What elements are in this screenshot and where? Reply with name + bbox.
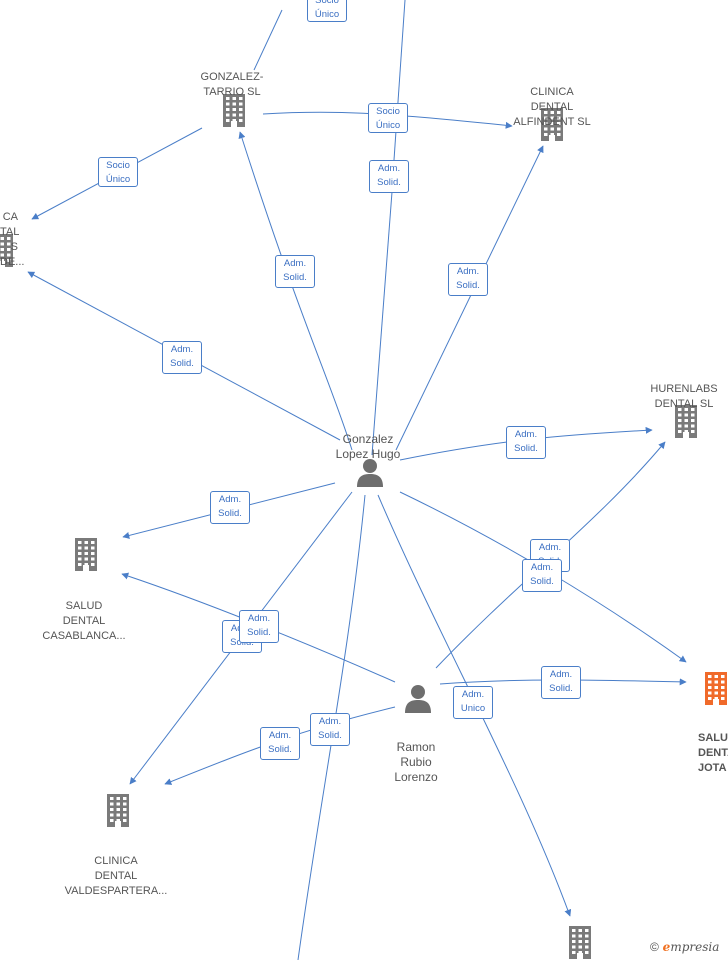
edge-label[interactable]: Adm. Solid. — [260, 727, 300, 760]
edge-label[interactable]: Adm. Solid. — [310, 713, 350, 746]
brand-name: mpresia — [670, 940, 720, 954]
edge-label[interactable]: Adm. Solid. — [239, 610, 279, 643]
edge-line — [253, 9, 283, 71]
edge-label[interactable]: Adm. Solid. — [506, 426, 546, 459]
building-icon[interactable] — [566, 925, 594, 964]
building-icon[interactable] — [0, 233, 16, 272]
edge-line — [262, 111, 513, 129]
company-name[interactable]: CLINICA DENTAL VALDESPARTERA... — [64, 855, 168, 897]
person-icon[interactable] — [355, 457, 385, 492]
edge-label[interactable]: Adm. Solid. — [275, 255, 315, 288]
person-icon[interactable] — [403, 683, 433, 718]
person-name[interactable]: Ramon Rubio Lorenzo — [394, 740, 438, 784]
company-name[interactable]: CLINICA DENTAL ALFINDENT SL — [513, 86, 591, 128]
empresia-watermark: © empresia — [650, 940, 719, 954]
company-name[interactable]: SALUD DENTAL CASABLANCA... — [42, 600, 126, 642]
edge-label[interactable]: Adm. Solid. — [541, 666, 581, 699]
company-name[interactable]: GONZALEZ- TARRIO SL — [200, 71, 264, 98]
building-icon[interactable] — [702, 671, 728, 710]
brand-letter: e — [662, 940, 671, 954]
edge-label[interactable]: Adm. Unico — [453, 686, 493, 719]
company-name[interactable]: CA TAL S DE... — [0, 211, 25, 268]
copyright-symbol: © — [650, 940, 659, 954]
edge-label[interactable]: Socio Único — [368, 103, 408, 133]
edge-label[interactable]: Socio Único — [307, 0, 347, 22]
edge-line — [393, 0, 406, 161]
edge-line — [238, 131, 353, 451]
company-name[interactable]: SALU DENTAL JOTA — [698, 732, 728, 774]
building-icon[interactable] — [538, 107, 566, 146]
person-name[interactable]: Gonzalez Lopez Hugo — [335, 432, 401, 461]
edge-label[interactable]: Adm. Solid. — [369, 160, 409, 193]
building-icon[interactable] — [104, 793, 132, 832]
edge-label[interactable]: Adm. Solid. — [448, 263, 488, 296]
edge-label[interactable]: Socio Único — [98, 157, 138, 187]
building-icon[interactable] — [672, 404, 700, 443]
building-icon[interactable] — [72, 537, 100, 576]
building-icon[interactable] — [220, 93, 248, 132]
edge-line — [371, 191, 393, 456]
edge-label[interactable]: Adm. Solid. — [210, 491, 250, 524]
edge-line — [395, 145, 544, 451]
company-name[interactable]: HURENLABS DENTAL SL — [650, 383, 718, 410]
edge-label[interactable]: Adm. Solid. — [522, 559, 562, 592]
edge-label[interactable]: Adm. Solid. — [162, 341, 202, 374]
